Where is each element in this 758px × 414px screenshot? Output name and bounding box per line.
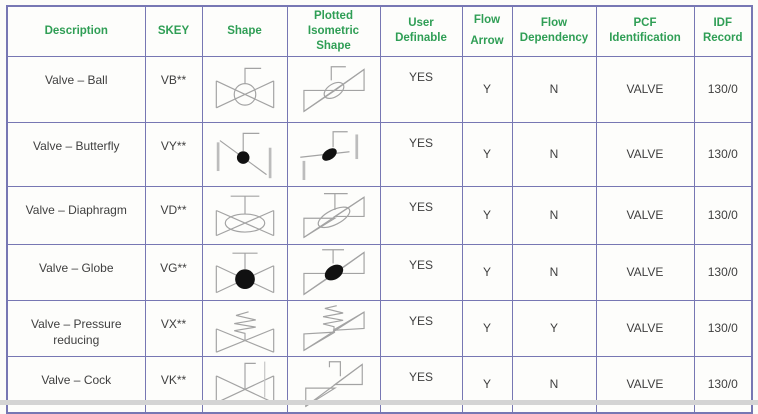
- cell-user-definable: YES: [379, 55, 463, 123]
- column-header-shape: Shape: [201, 5, 288, 57]
- cell-shape: [201, 299, 288, 357]
- cell-shape: [201, 185, 288, 245]
- table-row: Valve – Butterfly VY** YES Y N VALVE 130…: [6, 121, 753, 187]
- cell-idf-record: 130/0: [693, 299, 753, 357]
- cell-user-definable: YES: [379, 299, 463, 357]
- cell-pcf-identification: VALVE: [595, 243, 695, 301]
- cell-flow-dependency: N: [511, 121, 597, 187]
- column-header-skey: SKEY: [144, 5, 203, 57]
- cell-pcf-identification: VALVE: [595, 185, 695, 245]
- cell-flow-arrow: Y: [461, 55, 513, 123]
- globe-valve-iso-symbol: [288, 245, 379, 299]
- cell-user-definable: YES: [379, 121, 463, 187]
- header-row: Description SKEY Shape Plotted Isometric…: [6, 5, 753, 57]
- cell-flow-arrow: Y: [461, 299, 513, 357]
- cell-flow-arrow: Y: [461, 121, 513, 187]
- column-header-idf-record: IDF Record: [693, 5, 753, 57]
- pressure-reducing-valve-symbol: [203, 302, 286, 354]
- table-row: Valve – Diaphragm VD** YES Y N VALVE 130…: [6, 185, 753, 245]
- cell-flow-dependency: N: [511, 185, 597, 245]
- cell-skey: VX**: [144, 299, 203, 357]
- cock-valve-symbol: [203, 358, 286, 410]
- cell-plotted-isometric-shape: [286, 121, 381, 187]
- cell-description: Valve – Butterfly: [6, 121, 146, 187]
- column-header-flow-arrow: Flow Arrow: [461, 5, 513, 57]
- column-header-user-definable: User Definable: [379, 5, 463, 57]
- cell-shape: [201, 55, 288, 123]
- cell-shape: [201, 243, 288, 301]
- cell-skey: VG**: [144, 243, 203, 301]
- cell-flow-arrow: Y: [461, 243, 513, 301]
- cell-flow-dependency: Y: [511, 299, 597, 357]
- table-row: Valve – Globe VG** YES Y N VALVE 130/0: [6, 243, 753, 301]
- cell-description: Valve – Globe: [6, 243, 146, 301]
- page-bottom-edge: [0, 400, 758, 405]
- cell-idf-record: 130/0: [693, 243, 753, 301]
- cell-description: Valve – Pressure reducing: [6, 299, 146, 357]
- cell-description: Valve – Ball: [6, 55, 146, 123]
- column-header-pcf-identification: PCF Identification: [595, 5, 695, 57]
- cell-pcf-identification: VALVE: [595, 121, 695, 187]
- table-row: Valve – Pressure reducing VX** YES Y Y V…: [6, 299, 753, 357]
- cell-flow-arrow: Y: [461, 185, 513, 245]
- cell-flow-dependency: N: [511, 55, 597, 123]
- cell-skey: VY**: [144, 121, 203, 187]
- cell-plotted-isometric-shape: [286, 185, 381, 245]
- cell-description: Valve – Diaphragm: [6, 185, 146, 245]
- valve-symbols-table: Description SKEY Shape Plotted Isometric…: [6, 5, 753, 414]
- cock-valve-iso-symbol: [288, 357, 379, 412]
- ball-valve-symbol: [203, 63, 286, 115]
- cell-idf-record: 130/0: [693, 185, 753, 245]
- cell-shape: [201, 121, 288, 187]
- cell-skey: VB**: [144, 55, 203, 123]
- cell-pcf-identification: VALVE: [595, 299, 695, 357]
- pressure-reducing-valve-iso-symbol: [288, 301, 379, 355]
- column-header-flow-dependency: Flow Dependency: [511, 5, 597, 57]
- cell-idf-record: 130/0: [693, 121, 753, 187]
- ball-valve-iso-symbol: [288, 62, 379, 117]
- butterfly-valve-symbol: [203, 128, 286, 180]
- cell-user-definable: YES: [379, 243, 463, 301]
- cell-skey: VD**: [144, 185, 203, 245]
- cell-plotted-isometric-shape: [286, 55, 381, 123]
- column-header-plotted-isometric-shape: Plotted Isometric Shape: [286, 5, 381, 57]
- valve-symbol-key-page: Description SKEY Shape Plotted Isometric…: [0, 5, 758, 414]
- butterfly-valve-iso-symbol: [288, 127, 379, 182]
- column-header-description: Description: [6, 5, 146, 57]
- diaphragm-valve-iso-symbol: [288, 188, 379, 243]
- cell-flow-dependency: N: [511, 243, 597, 301]
- cell-plotted-isometric-shape: [286, 243, 381, 301]
- table-row: Valve – Ball VB** YES Y N VALVE 130/0: [6, 55, 753, 123]
- cell-pcf-identification: VALVE: [595, 55, 695, 123]
- cell-idf-record: 130/0: [693, 55, 753, 123]
- cell-user-definable: YES: [379, 185, 463, 245]
- globe-valve-symbol: [203, 246, 286, 298]
- cell-plotted-isometric-shape: [286, 299, 381, 357]
- diaphragm-valve-symbol: [203, 189, 286, 241]
